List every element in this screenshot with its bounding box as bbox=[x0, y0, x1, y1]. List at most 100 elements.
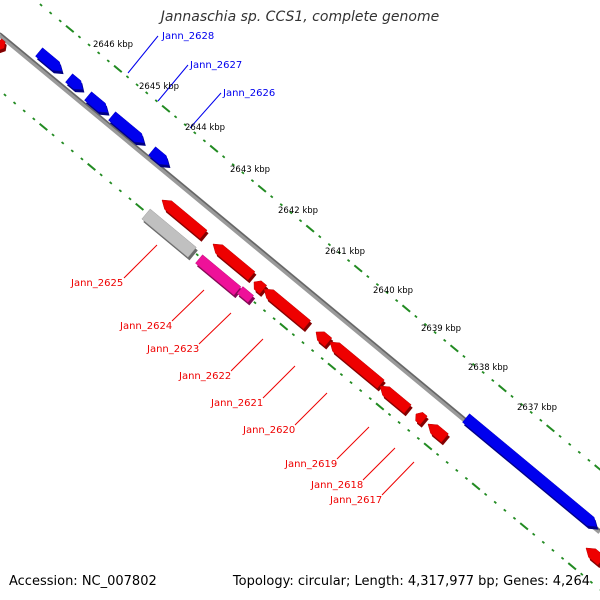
outer-tick bbox=[305, 224, 315, 233]
outer-tick bbox=[231, 163, 235, 167]
outer-tick bbox=[270, 195, 274, 199]
reverse-gene-label: Jann_2618 bbox=[310, 480, 363, 491]
forward-gene-label: Jann_2626 bbox=[222, 88, 275, 99]
reverse-gene-label: Jann_2619 bbox=[284, 459, 337, 470]
outer-tick bbox=[385, 290, 389, 295]
kbp-label: 2639 kbp bbox=[421, 324, 461, 334]
forward-gene-label: Jann_2628 bbox=[161, 31, 214, 42]
outer-tick bbox=[183, 123, 187, 127]
outer-tick bbox=[481, 370, 485, 375]
inner-tick bbox=[301, 341, 305, 345]
reverse-gene-label: Jann_2617 bbox=[329, 495, 382, 506]
reverse-callout-line bbox=[123, 244, 158, 279]
outer-tick bbox=[257, 184, 267, 193]
outer-tick bbox=[568, 442, 572, 446]
outer-tick bbox=[594, 464, 600, 471]
inner-tick bbox=[272, 317, 276, 321]
gene-callouts: Jann_2628Jann_2627Jann_2626Jann_2625Jann… bbox=[70, 31, 415, 506]
forward-callout-line bbox=[157, 64, 189, 102]
outer-tick bbox=[202, 139, 207, 143]
reverse-gene-label: Jann_2622 bbox=[178, 371, 231, 382]
outer-tick bbox=[510, 394, 514, 398]
kbp-label: 2640 kbp bbox=[373, 286, 413, 296]
reverse-gene-2624 bbox=[212, 243, 256, 281]
outer-tick bbox=[87, 43, 91, 47]
inner-tick bbox=[580, 572, 584, 576]
inner-tick bbox=[445, 460, 449, 465]
inner-tick bbox=[375, 402, 385, 411]
inner-tick bbox=[22, 109, 26, 113]
edge-gene-right bbox=[585, 547, 600, 566]
reverse-callout-line bbox=[362, 447, 396, 481]
outer-tick bbox=[113, 64, 123, 73]
reverse-gene-2619 bbox=[379, 385, 412, 414]
inner-tick bbox=[471, 482, 481, 491]
inner-tick bbox=[435, 452, 440, 457]
forward-gene-label: Jann_2627 bbox=[189, 60, 242, 71]
outer-tick bbox=[327, 243, 332, 247]
outer-tick bbox=[587, 458, 591, 462]
outer-tick bbox=[154, 99, 159, 103]
inner-tick bbox=[397, 420, 401, 425]
outer-tick bbox=[395, 298, 399, 303]
kbp-label: 2637 kbp bbox=[517, 403, 557, 413]
kbp-label: 2645 kbp bbox=[139, 82, 179, 92]
inner-tick bbox=[279, 322, 289, 331]
inner-tick bbox=[503, 508, 507, 512]
inner-tick bbox=[551, 548, 555, 552]
outer-tick bbox=[209, 144, 219, 153]
forward-gene-2616 bbox=[462, 413, 598, 527]
inner-tick bbox=[416, 436, 420, 441]
reverse-gene-label: Jann_2621 bbox=[210, 398, 263, 409]
reverse-callout-line bbox=[336, 426, 370, 460]
inner-tick bbox=[512, 516, 517, 520]
inner-tick bbox=[589, 580, 594, 584]
outer-tick bbox=[173, 115, 178, 119]
outer-tick bbox=[39, 3, 43, 7]
outer-tick bbox=[491, 378, 495, 382]
outer-tick bbox=[545, 424, 555, 433]
reverse-gene-2623b bbox=[253, 280, 268, 295]
outer-tick bbox=[346, 259, 351, 263]
outer-tick bbox=[125, 75, 130, 79]
outer-tick bbox=[77, 35, 82, 39]
forward-gene-2628 bbox=[65, 73, 84, 90]
forward-callout-line bbox=[189, 92, 222, 129]
inner-tick bbox=[541, 540, 545, 544]
inner-tick bbox=[339, 372, 344, 377]
reverse-gene-2622 bbox=[263, 288, 311, 330]
inner-tick bbox=[368, 396, 372, 401]
reverse-gene-2618 bbox=[415, 412, 428, 425]
genome-summary: Topology: circular; Length: 4,317,977 bp… bbox=[232, 574, 590, 589]
outer-tick bbox=[558, 434, 562, 438]
reverse-callout-line bbox=[171, 289, 205, 322]
outer-tick bbox=[318, 235, 322, 239]
inner-tick bbox=[262, 309, 267, 313]
forward-gene-2626 bbox=[108, 111, 145, 144]
gene-features bbox=[0, 38, 600, 569]
kbp-label: 2642 kbp bbox=[278, 206, 318, 216]
inner-tick bbox=[532, 532, 536, 536]
inner-tick bbox=[61, 141, 65, 145]
inner-tick bbox=[455, 468, 459, 472]
inner-tick bbox=[32, 117, 36, 121]
outer-tick bbox=[298, 219, 303, 223]
inner-tick bbox=[87, 162, 96, 171]
outer-tick bbox=[423, 322, 428, 327]
outer-tick bbox=[401, 304, 411, 313]
inner-tick bbox=[483, 492, 488, 496]
kbp-label: 2643 kbp bbox=[230, 165, 270, 175]
inner-tick bbox=[195, 253, 199, 257]
reverse-callout-line bbox=[381, 461, 415, 496]
outer-tick bbox=[449, 344, 459, 353]
outer-tick bbox=[289, 211, 293, 215]
outer-tick bbox=[145, 91, 149, 95]
inner-tick bbox=[320, 357, 324, 361]
inner-tick bbox=[51, 133, 55, 137]
inner-tick bbox=[99, 173, 103, 177]
kbp-label: 2641 kbp bbox=[325, 247, 365, 257]
outer-tick bbox=[529, 410, 533, 414]
inner-tick bbox=[464, 476, 469, 480]
